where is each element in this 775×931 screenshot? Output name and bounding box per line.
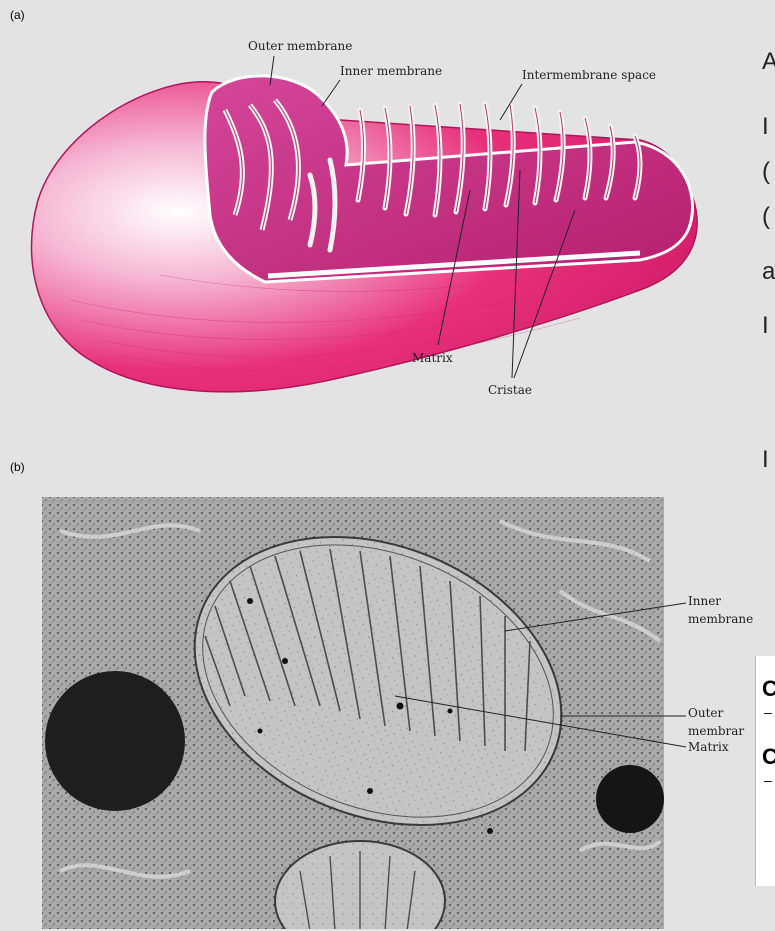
edge-letter-7: I bbox=[762, 446, 769, 474]
electron-micrograph: Inner membrane Outer membrar Matrix bbox=[0, 471, 775, 931]
label-b-inner-line1: Inner bbox=[688, 594, 721, 608]
mitochondrion-illustration: Outer membrane Inner membrane Intermembr… bbox=[0, 0, 775, 440]
label-b-outer-line1: Outer bbox=[688, 706, 723, 720]
label-b-outer-line2: membrar bbox=[688, 724, 744, 738]
inset-line-4: – bbox=[764, 772, 772, 788]
dark-vesicle-right bbox=[596, 765, 664, 833]
inset-text-box: C – C – bbox=[755, 656, 775, 886]
inset-line-1: C bbox=[762, 676, 775, 702]
label-cristae: Cristae bbox=[488, 383, 532, 397]
label-intermembrane-space: Intermembrane space bbox=[522, 68, 656, 82]
inset-line-2: – bbox=[764, 704, 772, 720]
label-matrix: Matrix bbox=[412, 351, 453, 365]
inset-line-3: C bbox=[762, 744, 775, 770]
label-inner-membrane: Inner membrane bbox=[340, 64, 442, 78]
dark-vesicle-left bbox=[45, 671, 185, 811]
label-b-matrix: Matrix bbox=[688, 740, 729, 754]
label-b-inner-line2: membrane bbox=[688, 612, 753, 626]
label-outer-membrane: Outer membrane bbox=[248, 39, 352, 53]
